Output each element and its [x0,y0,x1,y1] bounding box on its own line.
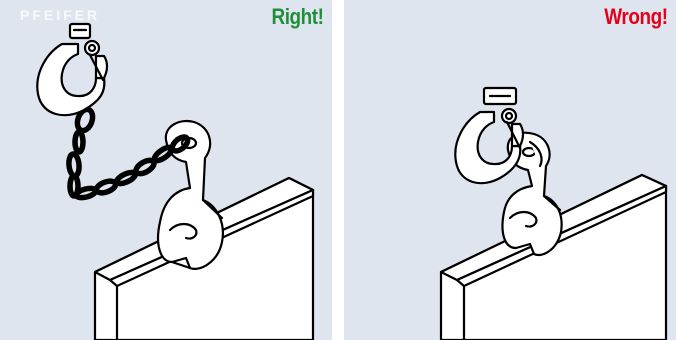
lifting-clamp-icon [156,119,224,270]
wrong-lifting-illustration [439,86,668,340]
brand-watermark: PFEIFER [20,7,101,23]
crane-hook-icon [454,86,543,185]
panel-correct: PFEIFER Right! [0,0,332,340]
lifting-chain-icon [66,106,191,201]
panel-wrong: Wrong! [344,0,676,340]
verdict-label-wrong: Wrong! [604,4,669,29]
correct-lifting-illustration [36,22,315,340]
verdict-label-correct: Right! [271,4,324,29]
crane-hook-icon [36,22,109,117]
panel-plate-icon [439,173,668,340]
